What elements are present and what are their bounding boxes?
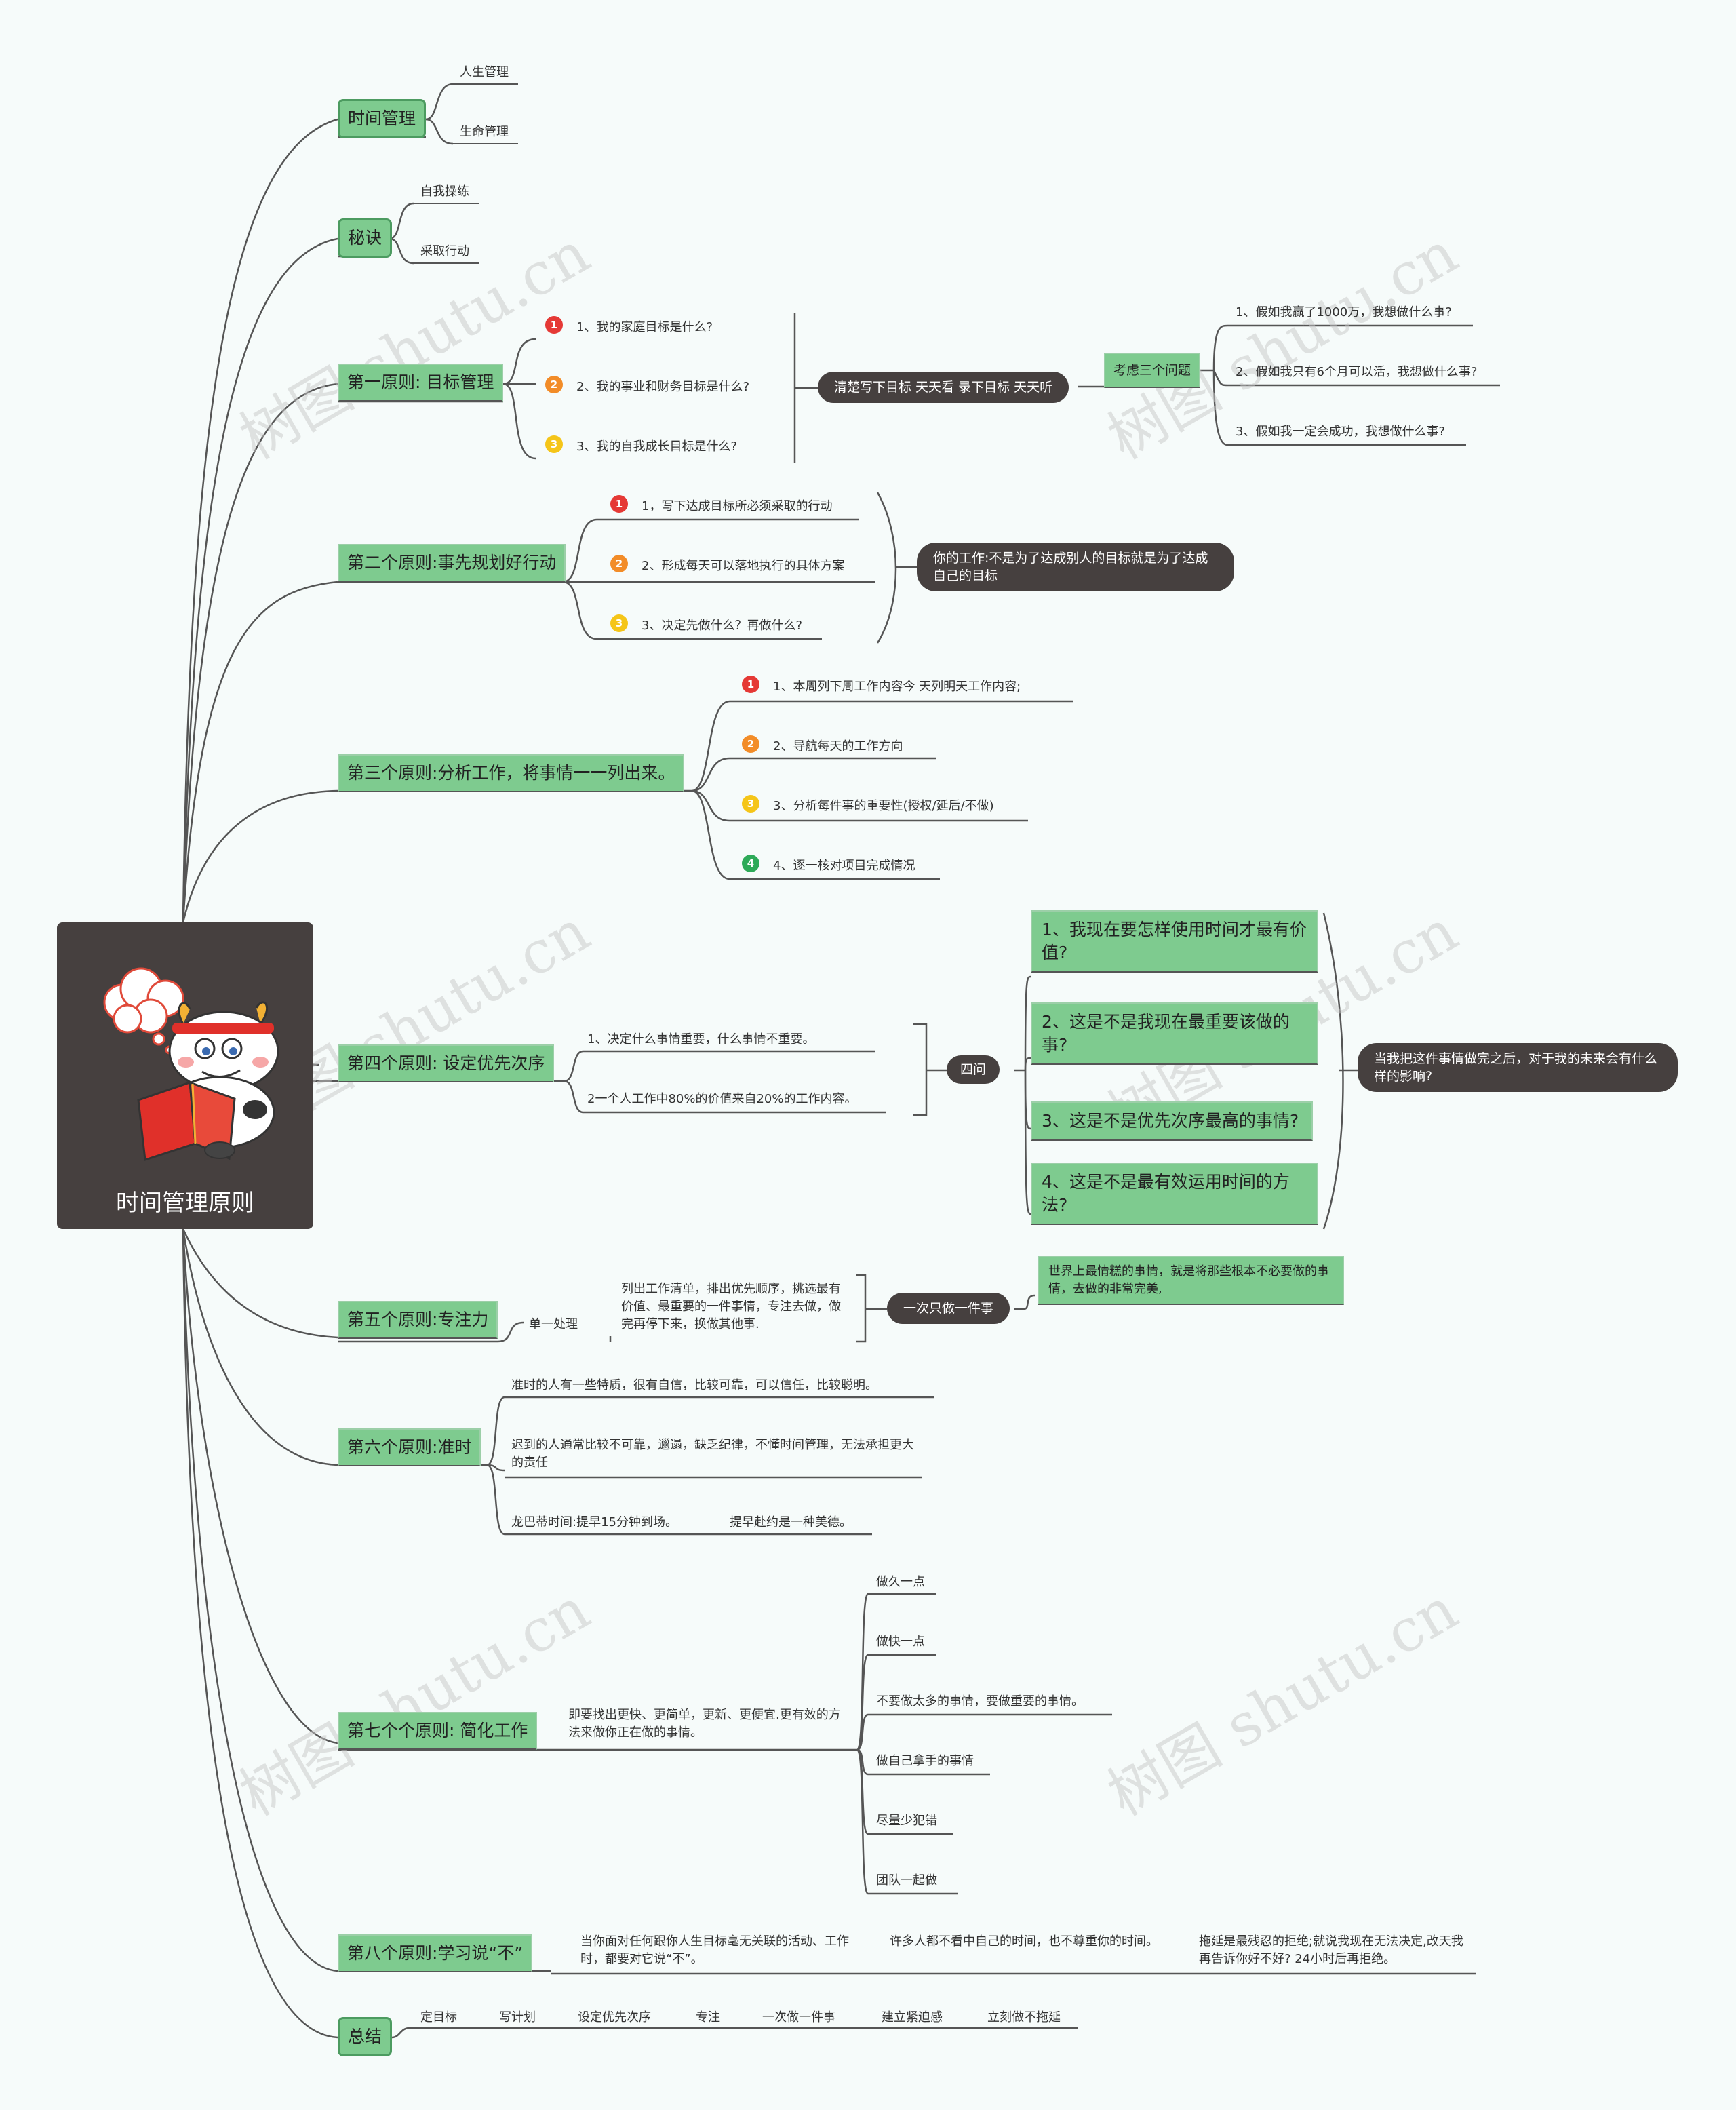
late-traits[interactable]: 迟到的人通常比较不可靠，邋遢，缺乏纪律，不懂时间管理，无法承担更大的责任 [511, 1438, 914, 1470]
focus-description[interactable]: 列出工作清单，排出优先顺序，挑选最有价值、最重要的一件事情，专注去做，做完再停下… [621, 1282, 841, 1331]
say-no-item-3[interactable]: 拖延是最残忍的拒绝;就说我现在无法决定,改天我再告诉你好不好? 24小时后再拒绝… [1199, 1934, 1463, 1966]
note-worst-thing[interactable]: 世界上最情糕的事情，就是将那些根本不必要做的事情，去做的非常完美, [1038, 1256, 1344, 1305]
summary-future-impact[interactable]: 当我把这件事情做完之后，对于我的未来会有什么样的影响? [1358, 1043, 1678, 1092]
number-3-icon: 3 [545, 435, 563, 453]
simplify-item-2[interactable]: 做快一点 [876, 1635, 925, 1649]
analyze-item-2[interactable]: 2、导航每天的工作方向 [773, 739, 903, 754]
say-no-item-2[interactable]: 许多人都不看中自己的时间，也不尊重你的时间。 [890, 1934, 1158, 1949]
number-2-icon: 2 [742, 735, 760, 753]
punctual-traits[interactable]: 准时的人有一些特质，很有自信，比较可靠，可以信任，比较聪明。 [511, 1378, 877, 1392]
summary-item-1[interactable]: 定目标 [420, 2010, 457, 2025]
leaf-life-management[interactable]: 人生管理 [453, 64, 518, 85]
branch-principle-7[interactable]: 第七个个原则: 简化工作 [338, 1712, 538, 1750]
simplify-item-1[interactable]: 做久一点 [876, 1575, 925, 1589]
question-win-10m[interactable]: 1、假如我赢了1000万，我想做什么事? [1236, 305, 1452, 319]
simplify-item-3[interactable]: 不要做太多的事情，要做重要的事情。 [876, 1694, 1084, 1708]
branch-principle-2[interactable]: 第二个原则:事先规划好行动 [338, 544, 566, 582]
number-2-icon: 2 [610, 555, 628, 572]
question-most-effective[interactable]: 4、这是不是最有效运用时间的方法? [1031, 1163, 1318, 1225]
consider-three-questions[interactable]: 考虑三个问题 [1104, 353, 1201, 388]
question-most-valuable[interactable]: 1、我现在要怎样使用时间才最有价值? [1031, 910, 1318, 973]
simplify-item-5[interactable]: 尽量少犯错 [876, 1814, 937, 1828]
analyze-item-3[interactable]: 3、分析每件事的重要性(授权/延后/不做) [773, 799, 994, 813]
summary-write-goals[interactable]: 清楚写下目标 天天看 录下目标 天天听 [818, 372, 1069, 403]
leaf-life-span-management[interactable]: 生命管理 [453, 123, 518, 144]
branch-summary[interactable]: 总结 [338, 2017, 393, 2056]
summary-item-6[interactable]: 建立紧迫感 [882, 2010, 943, 2025]
simplify-item-6[interactable]: 团队一起做 [876, 1873, 937, 1888]
branch-principle-6[interactable]: 第六个原则:准时 [338, 1428, 481, 1466]
number-2-icon: 2 [545, 376, 563, 393]
summary-item-4[interactable]: 专注 [696, 2010, 720, 2025]
branch-secret[interactable]: 秘诀 [338, 218, 393, 258]
root-node[interactable]: 时间管理原则 [57, 922, 313, 1229]
plan-item-3[interactable]: 3、决定先做什么？再做什么? [642, 619, 803, 633]
goal-family[interactable]: 1、我的家庭目标是什么? [576, 320, 713, 334]
question-success[interactable]: 3、假如我一定会成功，我想做什么事? [1236, 425, 1446, 439]
branch-principle-4[interactable]: 第四个原则: 设定优先次序 [338, 1044, 555, 1082]
number-3-icon: 3 [610, 614, 628, 632]
leaf-take-action[interactable]: 采取行动 [414, 243, 479, 264]
number-3-icon: 3 [742, 795, 760, 813]
plan-item-2[interactable]: 2、形成每天可以落地执行的具体方案 [642, 559, 845, 573]
summary-one-thing[interactable]: 一次只做一件事 [887, 1293, 1010, 1324]
leaf-self-practice[interactable]: 自我操练 [414, 183, 479, 204]
plan-item-1[interactable]: 1，写下达成目标所必须采取的行动 [642, 499, 833, 513]
summary-item-5[interactable]: 一次做一件事 [762, 2010, 835, 2025]
question-highest-priority[interactable]: 3、这是不是优先次序最高的事情? [1031, 1101, 1313, 1141]
cow-reading-illustration [103, 967, 279, 1161]
question-most-important[interactable]: 2、这是不是我现在最重要该做的事? [1031, 1002, 1318, 1065]
root-title: 时间管理原则 [116, 1190, 254, 1217]
number-4-icon: 4 [742, 855, 760, 872]
priority-item-2[interactable]: 2一个人工作中80%的价值来自20%的工作内容。 [587, 1092, 857, 1106]
priority-item-1[interactable]: 1、决定什么事情重要，什么事情不重要。 [587, 1032, 815, 1047]
lombardi-time[interactable]: 龙巴蒂时间:提早15分钟到场。 [511, 1515, 677, 1529]
summary-item-3[interactable]: 设定优先次序 [578, 2010, 651, 2025]
simplify-item-4[interactable]: 做自己拿手的事情 [876, 1754, 974, 1768]
branch-principle-3[interactable]: 第三个原则:分析工作，将事情一一列出来。 [338, 754, 685, 792]
analyze-item-4[interactable]: 4、逐一核对项目完成情况 [773, 859, 915, 873]
summary-item-2[interactable]: 写计划 [499, 2010, 536, 2025]
summary-item-7[interactable]: 立刻做不拖延 [987, 2010, 1061, 2025]
branch-time-management[interactable]: 时间管理 [338, 99, 427, 138]
simplify-description[interactable]: 即要找出更快、更简单，更新、更便宜.更有效的方法来做你正在做的事情。 [568, 1708, 841, 1740]
goal-growth[interactable]: 3、我的自我成长目标是什么? [576, 439, 738, 454]
number-1-icon: 1 [545, 316, 563, 334]
analyze-item-1[interactable]: 1、本周列下周工作内容今 天列明天工作内容; [773, 680, 1021, 694]
branch-principle-5[interactable]: 第五个原则:专注力 [338, 1301, 498, 1339]
number-1-icon: 1 [610, 495, 628, 513]
four-questions[interactable]: 四问 [947, 1055, 1000, 1084]
number-1-icon: 1 [742, 676, 760, 693]
question-6-months[interactable]: 2、假如我只有6个月可以活，我想做什么事? [1236, 365, 1478, 379]
goal-career[interactable]: 2、我的事业和财务目标是什么? [576, 380, 750, 394]
single-task[interactable]: 单一处理 [529, 1317, 578, 1331]
branch-principle-1[interactable]: 第一原则: 目标管理 [338, 364, 504, 402]
branch-principle-8[interactable]: 第八个原则:学习说“不” [338, 1934, 533, 1972]
say-no-item-1[interactable]: 当你面对任何跟你人生目标毫无关联的活动、工作时，都要对它说“不”。 [580, 1934, 849, 1966]
early-virtue[interactable]: 提早赴约是一种美德。 [730, 1515, 852, 1529]
summary-your-work[interactable]: 你的工作:不是为了达成别人的目标就是为了达成自己的目标 [917, 543, 1234, 591]
